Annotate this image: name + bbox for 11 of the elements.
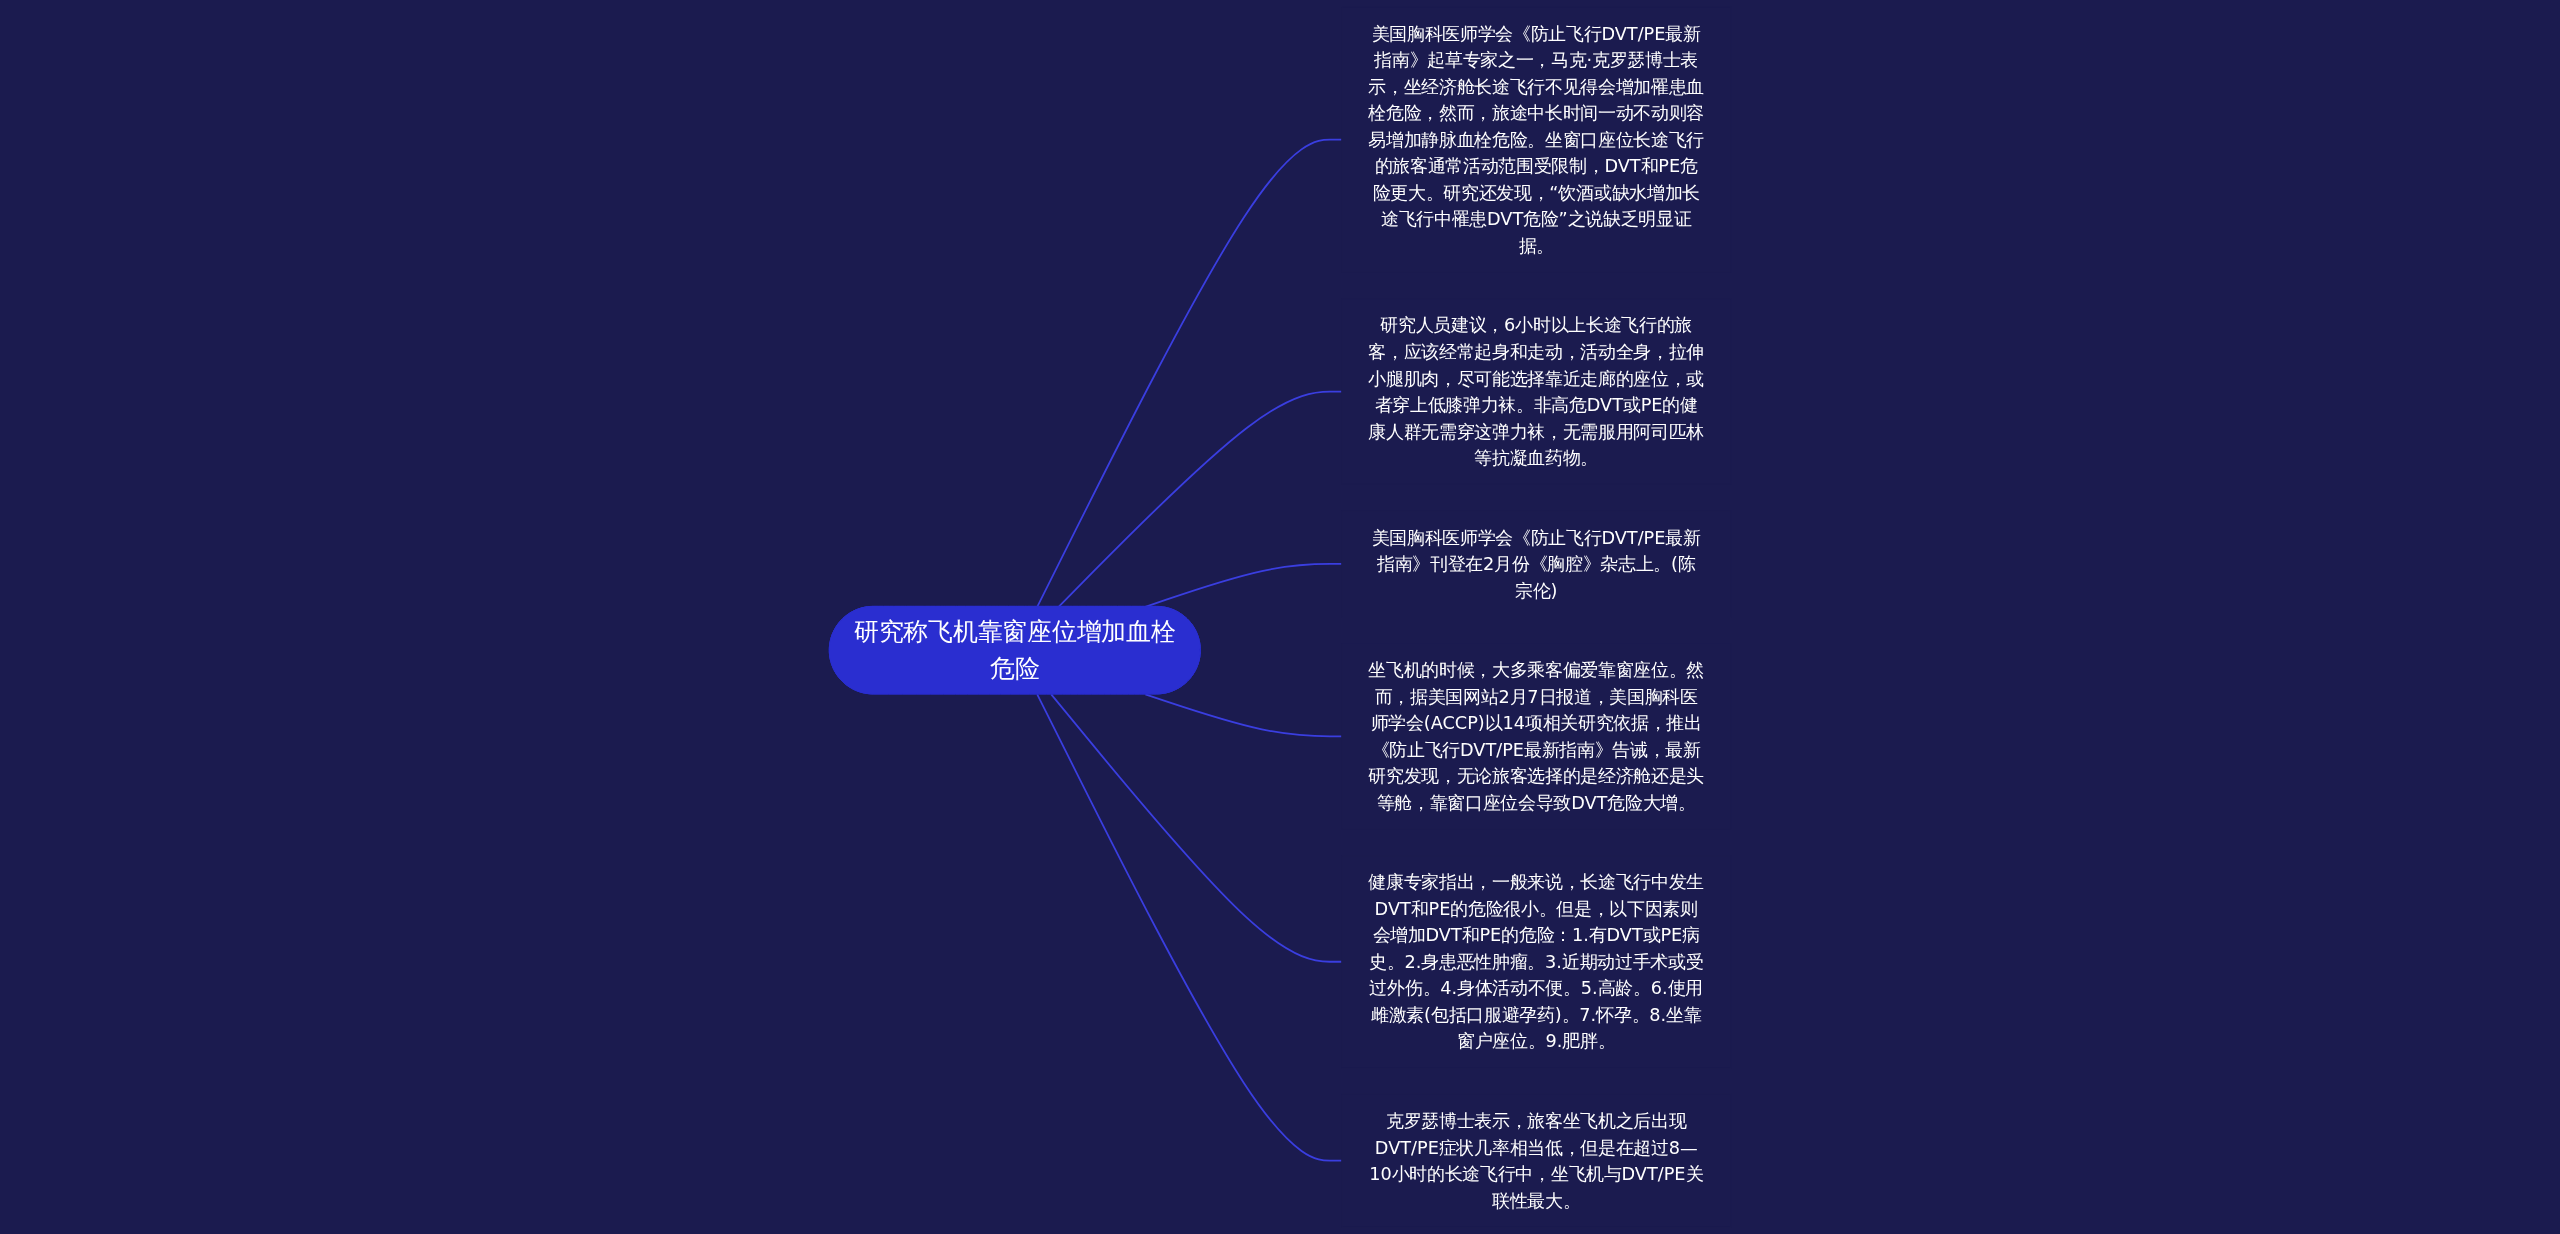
connector [1036,693,1343,1162]
connector [1057,390,1343,608]
node-text: 研究人员建议，6小时以上长途飞行的旅客，应该经常起身和走动，活动全身，拉伸小腿肌肉，尽可能选择靠近走廊的座位，或者穿上低膝弹力袜。非高危DVT或PE的健康人群无需穿这弹力袜，无需服用阿司匹林等抗凝血药物。 [1368,314,1705,469]
node-text: 美国胸科医师学会《防止飞行DVT/PE最新指南》起草专家之一，马克·克罗瑟博士表示，坐经济舱长途飞行不见得会增加罹患血栓危险，然而，旅途中长时间一动不动则容易增加静脉血栓危险。坐窗口座位长途飞行的旅客通常活动范围受限制，DVT和PE危险更大。研究还发现，“饮酒或缺水增加长途飞行中罹患DVT危险”之说缺乏明显证据。 [1368,22,1705,257]
node-text: 美国胸科医师学会《防止飞行DVT/PE最新指南》刊登在2月份《胸腔》杂志上。(陈宗伦) [1371,526,1701,602]
node-text: 坐飞机的时候，大多乘客偏爱靠窗座位。然而，据美国网站2月7日报道，美国胸科医师学会(ACCP)以14项相关研究依据，推出《防止飞行DVT/PE最新指南》告诫，最新研究发现，无论旅客选择的是经济舱还是头等舱，靠窗口座位会导致DVT危险大增。 [1368,659,1705,814]
node-text: 健康专家指出，一般来说，长途飞行中发生DVT和PE的危险很小。但是，以下因素则会增加DVT和PE的危险：1.有DVT或PE病史。2.身患恶性肿瘤。3.近期动过手术或受过外伤。4.身体活动不便。5.高龄。6.使用雌激素(包括口服避孕药)。7.怀孕。8.坐靠窗户座位。9.肥胖。 [1368,871,1705,1052]
node-text: 克罗瑟博士表示，旅客坐飞机之后出现DVT/PE症状几率相当低，但是在超过8—10小时的长途飞行中，坐飞机与DVT/PE关联性最大。 [1369,1110,1704,1212]
connector [1144,693,1343,738]
connector [1050,693,1343,963]
connector [1036,138,1343,608]
